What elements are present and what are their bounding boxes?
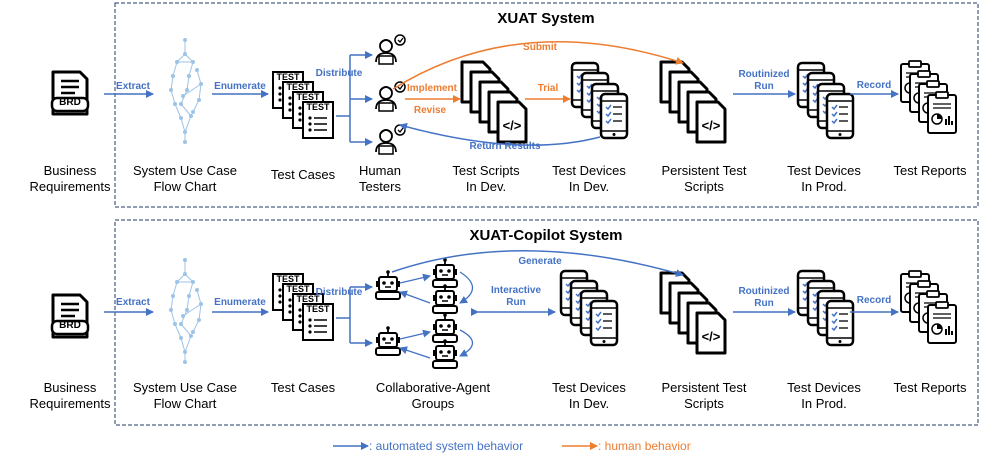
caption-flowchart: System Use Case: [133, 380, 237, 395]
caption-reports: Test Reports: [894, 380, 967, 395]
code-symbol: </>: [702, 329, 721, 344]
caption-devices-dev: Test Devices: [552, 163, 626, 178]
flowchart-icon: [168, 37, 204, 145]
caption-agent-groups: Groups: [412, 396, 455, 411]
edge-label-distribute: Distribute: [316, 68, 363, 79]
card-label: TEST: [306, 102, 330, 112]
card-label: TEST: [306, 304, 330, 314]
card-label: TEST: [296, 294, 320, 304]
robot-agent-icon: [432, 283, 458, 314]
caption-scripts-dev: Test Scripts: [452, 163, 520, 178]
card-label: TEST: [286, 82, 310, 92]
edge-label-submit: Submit: [523, 42, 558, 53]
edge-label-run: Run: [506, 297, 525, 308]
test-reports-icon: [900, 270, 957, 344]
caption-test-cases: Test Cases: [271, 380, 336, 395]
edge-label-generate: Generate: [518, 256, 562, 267]
caption-persistent: Scripts: [684, 396, 724, 411]
caption-scripts-dev: In Dev.: [466, 179, 506, 194]
edge-label-routinized: Routinized: [738, 286, 789, 297]
human-tester-icon: [375, 124, 406, 155]
robot-agent-icon: [432, 257, 458, 288]
code-symbol: </>: [503, 118, 522, 133]
edge-label-implement: Implement: [407, 83, 458, 94]
edge-label-record: Record: [857, 80, 891, 91]
card-label: TEST: [276, 72, 300, 82]
caption-devices-dev: Test Devices: [552, 380, 626, 395]
caption-devices-dev: In Dev.: [569, 396, 609, 411]
robot-agent-icon: [375, 325, 401, 356]
robot-agent-icon: [432, 312, 458, 343]
edge-label-enumerate: Enumerate: [214, 297, 266, 308]
human-tester-icon: [375, 34, 406, 65]
test-cases-icon: TEST TEST TEST TEST: [272, 273, 334, 341]
caption-agent-groups: Collaborative-Agent: [376, 380, 491, 395]
caption-flowchart: Flow Chart: [154, 396, 217, 411]
caption-brd: Business: [44, 380, 97, 395]
caption-brd: Business: [44, 163, 97, 178]
edge-label-interactive: Interactive: [491, 285, 541, 296]
caption-persistent: Persistent Test: [661, 380, 746, 395]
test-cases-icon: TEST TEST TEST TEST: [272, 71, 334, 139]
brd-icon-label: BRD: [59, 320, 81, 331]
legend: : automated system behavior : human beha…: [333, 439, 691, 453]
caption-persistent: Persistent Test: [661, 163, 746, 178]
xuat-panel-title: XUAT System: [497, 10, 594, 27]
edge-label-distribute: Distribute: [316, 287, 363, 298]
edge-label-run: Run: [754, 81, 773, 92]
legend-human-label: : human behavior: [598, 439, 691, 453]
robot-agent-icon: [432, 338, 458, 369]
caption-devices-prod: Test Devices: [787, 380, 861, 395]
test-devices-prod-icon: [796, 61, 855, 140]
flowchart-icon: [168, 257, 204, 365]
copilot-panel-title: XUAT-Copilot System: [469, 227, 622, 244]
caption-test-cases: Test Cases: [271, 167, 336, 182]
edge-label-run: Run: [754, 298, 773, 309]
caption-brd: Requirements: [30, 396, 111, 411]
caption-devices-prod: In Prod.: [801, 396, 847, 411]
caption-devices-dev: In Dev.: [569, 179, 609, 194]
human-tester-icon: [375, 81, 406, 112]
caption-testers: Testers: [359, 179, 401, 194]
robot-agent-icon: [375, 269, 401, 300]
edge-label-trial: Trial: [538, 83, 559, 94]
edge-label-record: Record: [857, 295, 891, 306]
persistent-scripts-icon: </>: [659, 60, 727, 144]
card-label: TEST: [296, 92, 320, 102]
edge-label-extract: Extract: [116, 297, 151, 308]
xuat-panel-border: [114, 2, 979, 208]
caption-brd: Requirements: [30, 179, 111, 194]
test-devices-dev-icon: [570, 61, 629, 140]
caption-reports: Test Reports: [894, 163, 967, 178]
test-scripts-dev-icon: </>: [460, 60, 528, 144]
caption-persistent: Scripts: [684, 179, 724, 194]
persistent-scripts-icon: </>: [659, 271, 727, 355]
test-reports-icon: [900, 60, 957, 134]
caption-flowchart: Flow Chart: [154, 179, 217, 194]
caption-flowchart: System Use Case: [133, 163, 237, 178]
brd-icon-label: BRD: [59, 97, 81, 108]
card-label: TEST: [286, 284, 310, 294]
edge-label-extract: Extract: [116, 81, 151, 92]
caption-testers: Human: [359, 163, 401, 178]
caption-devices-prod: Test Devices: [787, 163, 861, 178]
edge-label-routinized: Routinized: [738, 69, 789, 80]
card-label: TEST: [276, 274, 300, 284]
edge-label-revise: Revise: [414, 105, 447, 116]
edge-label-return-results: Return Results: [469, 141, 541, 152]
test-devices-prod-icon: [796, 269, 855, 347]
caption-devices-prod: In Prod.: [801, 179, 847, 194]
test-devices-dev-icon: [559, 269, 619, 347]
legend-automated-label: : automated system behavior: [369, 439, 523, 453]
edge-label-enumerate: Enumerate: [214, 81, 266, 92]
code-symbol: </>: [702, 118, 721, 133]
